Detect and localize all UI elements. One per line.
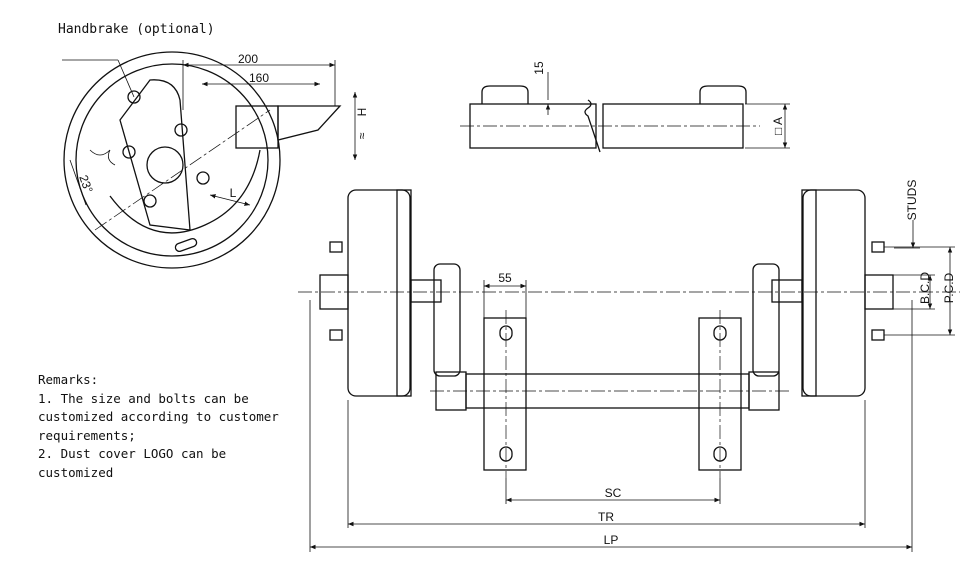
dimension-line [209, 194, 251, 206]
remark-line: 2. Dust cover LOGO can be [38, 446, 227, 461]
center-line [94, 109, 271, 231]
brake-shoe [109, 149, 261, 234]
remark-line: customized according to customer [38, 409, 279, 424]
u-bolt-left [481, 85, 529, 104]
dim-160-label: 160 [249, 71, 269, 85]
remark-line: requirements; [38, 427, 136, 443]
dim-sc-label: SC [605, 486, 622, 500]
dim-studs-label: STUDS [905, 180, 919, 221]
dim-15-label: 15 [532, 61, 546, 75]
axle-square-section [235, 105, 279, 149]
mounting-bracket-left [483, 317, 527, 471]
drum-outer-ring [63, 51, 281, 269]
dim-200-label: 200 [238, 52, 258, 66]
axle-top-view: 15 □ A [460, 61, 790, 153]
dim-pcd-label: P.C.D [942, 272, 956, 303]
dim-lp-label: LP [604, 533, 619, 547]
approx-label: ≈ [355, 132, 369, 139]
remarks-heading: Remarks: [38, 372, 99, 387]
angle-label: 23° [76, 173, 95, 195]
break-line [584, 99, 601, 153]
extension-line [69, 159, 87, 206]
hub-drum-left [347, 189, 411, 397]
spindle-right [771, 279, 803, 303]
handbrake-drum-view: 200 160 H ≈ 23° L [62, 51, 369, 269]
suspension-arm-left [433, 263, 461, 377]
drum-flange-right [801, 189, 817, 397]
dim-55-label: 55 [498, 271, 512, 285]
suspension-arm-right [752, 263, 780, 377]
stud-nut-left [329, 241, 343, 253]
dim-bcd-label: B.C.D [918, 272, 932, 304]
axle-front-view: 55 SC TR LP STUDS B.C.D P.C.D [298, 180, 960, 552]
stud-nut-left [329, 329, 343, 341]
drum-flange-left [396, 189, 412, 397]
hub-cap-right [864, 274, 894, 310]
remarks-block: Remarks: 1. The size and bolts can be cu… [38, 371, 279, 482]
bolt-head [122, 145, 136, 159]
lever-pivot [127, 90, 141, 104]
u-bolt-right [699, 85, 747, 104]
dim-a-label: □ A [771, 117, 785, 135]
leader-line [117, 59, 135, 98]
remark-line: customized [38, 464, 114, 480]
hub-cap-left [319, 274, 349, 310]
lever-arm-end [277, 105, 342, 141]
stud-nut-right [871, 329, 885, 341]
hub-bore [146, 146, 184, 184]
drum-inner-ring [75, 63, 269, 257]
hub-drum-right [802, 189, 866, 397]
handbrake-title: Handbrake (optional) [58, 22, 215, 37]
bolt-head [143, 194, 157, 208]
handbrake-lever-plate [119, 79, 191, 231]
bolt-head [174, 123, 188, 137]
dim-tr-label: TR [598, 510, 614, 524]
drum-slot [174, 237, 198, 253]
return-spring [89, 149, 116, 166]
remark-line: 1. The size and bolts can be [38, 390, 249, 406]
bolt-head [196, 171, 210, 185]
stud-nut-right [871, 241, 885, 253]
dim-h-label: H [355, 108, 369, 117]
dim-l-label: L [230, 186, 237, 200]
spindle-left [410, 279, 442, 303]
